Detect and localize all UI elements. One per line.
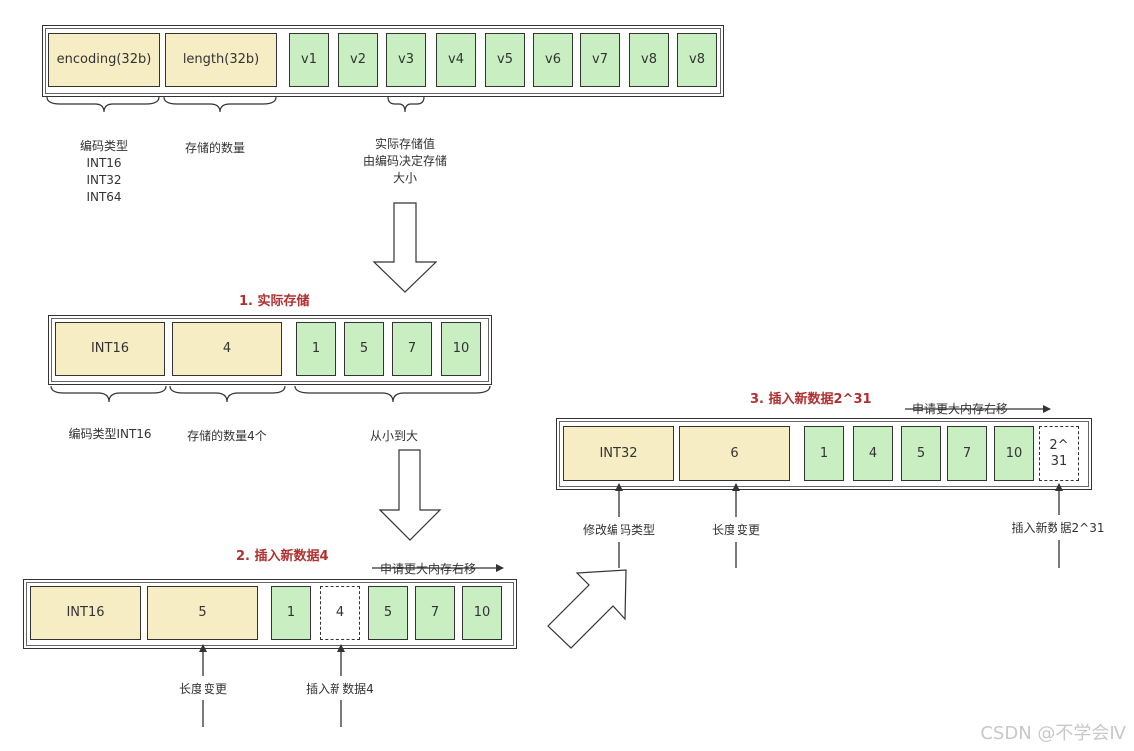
brace-icon: [50, 385, 167, 403]
value-cell: 5: [344, 322, 384, 376]
diagonal-arrow-icon: [547, 569, 627, 649]
length-cell: 4: [172, 322, 282, 376]
value-cell: 7: [947, 426, 987, 481]
brace-icon: [46, 96, 160, 113]
encoding-cell: INT16: [30, 586, 141, 640]
value-cell: v8: [677, 33, 717, 87]
brace-icon: [294, 385, 491, 403]
value-cell: 1: [296, 322, 336, 376]
down-arrow-icon: [378, 449, 442, 541]
label-line: INT64: [86, 190, 122, 204]
value-cell: 5: [901, 426, 941, 481]
value-cell: 7: [392, 322, 432, 376]
encoding-type-label: 编码类型INT16: [68, 427, 152, 441]
encoding-cell: INT32: [563, 426, 674, 481]
value-cell: 1: [804, 426, 844, 481]
value-cell: v7: [580, 33, 620, 87]
label-line: INT32: [86, 173, 122, 187]
value-cell: v5: [485, 33, 525, 87]
label-line: 实际存储值: [374, 137, 435, 151]
count-label: 存储的数量4个: [187, 429, 267, 443]
value-cell: v3: [386, 33, 426, 87]
watermark: CSDN @不学会Ⅳ: [980, 723, 1126, 744]
value-cell: v8: [629, 33, 669, 87]
brace-icon: [387, 96, 425, 113]
step3-title: 3. 插入新数据2^31: [750, 392, 872, 407]
value-label: 实际存储值 由编码决定存储 大小: [350, 136, 460, 187]
value-cell: v1: [289, 33, 329, 87]
encoding-type-label: 编码类型 INT16 INT32 INT64: [64, 138, 144, 206]
value-cell: 1: [271, 586, 311, 640]
encoding-cell: INT16: [55, 322, 165, 376]
label-line: 由编码决定存储: [362, 154, 447, 168]
inserted-value-line: 2^: [1049, 437, 1069, 453]
length-cell: 6: [679, 426, 790, 481]
length-cell: length(32b): [165, 33, 277, 87]
brace-icon: [169, 385, 286, 403]
step1-title: 1. 实际存储: [239, 294, 310, 309]
label-line: INT16: [86, 156, 122, 170]
value-cell: 10: [441, 322, 481, 376]
down-arrow-icon: [372, 202, 438, 293]
order-label: 从小到大: [369, 429, 418, 443]
value-cell: v2: [338, 33, 378, 87]
brace-icon: [163, 96, 277, 113]
inserted-value-cell: 4: [320, 586, 360, 640]
inserted-value-cell: 2^ 31: [1039, 426, 1079, 481]
value-cell: 10: [994, 426, 1034, 481]
count-label: 存储的数量: [184, 141, 245, 155]
label-line: 大小: [392, 171, 417, 185]
value-cell: 10: [462, 586, 502, 640]
value-cell: 4: [853, 426, 893, 481]
encoding-cell: encoding(32b): [48, 33, 160, 87]
length-cell: 5: [147, 586, 258, 640]
value-cell: v4: [436, 33, 476, 87]
value-cell: 7: [415, 586, 455, 640]
inserted-value-line: 31: [1050, 453, 1068, 469]
shift-label: 申请更大内存右移: [380, 562, 477, 576]
step2-title: 2. 插入新数据4: [236, 549, 329, 564]
value-cell: 5: [368, 586, 408, 640]
value-cell: v6: [533, 33, 573, 87]
label-line: 编码类型: [79, 139, 128, 153]
